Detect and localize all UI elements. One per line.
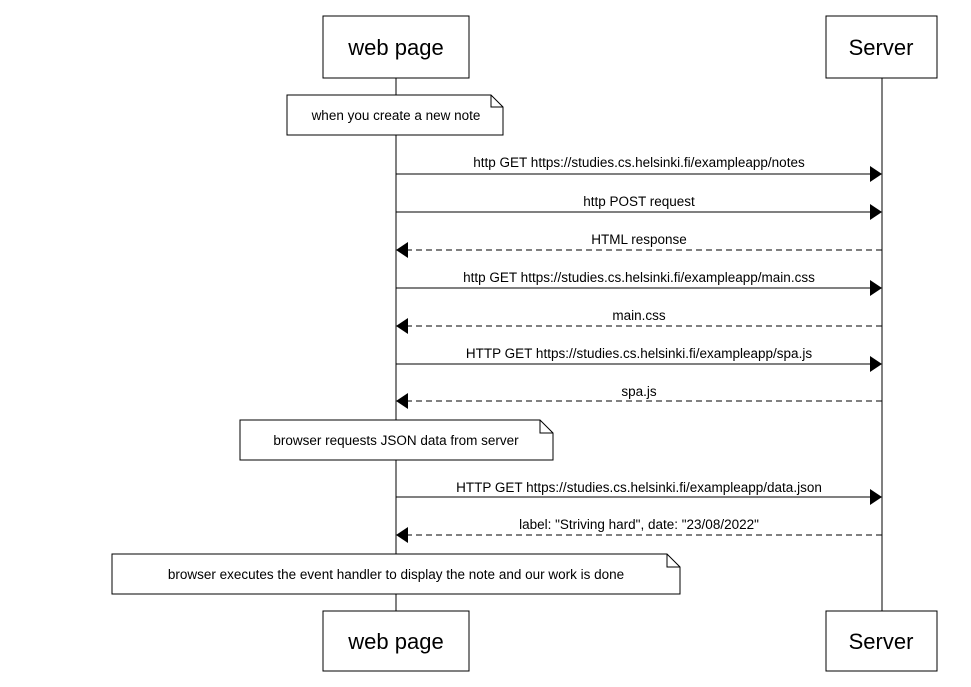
message-data-json-response-label: label: "Striving hard", date: "23/08/202… [519,517,759,532]
participant-browser-bottom-label: web page [347,629,443,654]
arrowhead-icon [870,356,882,372]
participant-browser-bottom: web page [322,610,470,672]
participant-browser-top-label: web page [347,35,443,60]
message-data-json-response: label: "Striving hard", date: "23/08/202… [396,517,882,543]
message-get-data-json: HTTP GET https://studies.cs.helsinki.fi/… [396,480,882,505]
participant-server-top-label: Server [849,35,914,60]
note-json-request: browser requests JSON data from server [239,419,554,461]
message-main-css-response: main.css [396,308,882,334]
message-get-main-css: http GET https://studies.cs.helsinki.fi/… [396,270,882,296]
note-create-new-note-text: when you create a new note [311,108,481,123]
message-main-css-response-label: main.css [612,308,666,323]
message-get-notes: http GET https://studies.cs.helsinki.fi/… [396,155,882,182]
note-create-new-note: when you create a new note [286,94,504,136]
message-get-data-json-label: HTTP GET https://studies.cs.helsinki.fi/… [456,480,822,495]
message-get-spa-js: HTTP GET https://studies.cs.helsinki.fi/… [396,346,882,372]
participant-browser-top: web page [322,15,470,79]
message-get-main-css-label: http GET https://studies.cs.helsinki.fi/… [463,270,815,285]
message-post-request: http POST request [396,194,882,220]
arrowhead-icon [870,280,882,296]
arrowhead-icon [396,318,408,334]
message-html-response-label: HTML response [591,232,687,247]
arrowhead-icon [870,489,882,505]
participant-server-bottom-label: Server [849,629,914,654]
arrowhead-icon [396,527,408,543]
message-get-notes-label: http GET https://studies.cs.helsinki.fi/… [473,155,805,170]
message-html-response: HTML response [396,232,882,258]
participant-server-bottom: Server [825,610,938,672]
message-spa-js-response-label: spa.js [621,384,657,399]
arrowhead-icon [396,393,408,409]
arrowhead-icon [870,166,882,182]
arrowhead-icon [396,242,408,258]
participant-server-top: Server [825,15,938,79]
message-spa-js-response: spa.js [396,384,882,409]
message-get-spa-js-label: HTTP GET https://studies.cs.helsinki.fi/… [466,346,812,361]
arrowhead-icon [870,204,882,220]
message-post-request-label: http POST request [583,194,695,209]
note-json-request-text: browser requests JSON data from server [273,433,519,448]
note-execute-handler: browser executes the event handler to di… [111,553,681,595]
note-execute-handler-text: browser executes the event handler to di… [168,567,624,582]
